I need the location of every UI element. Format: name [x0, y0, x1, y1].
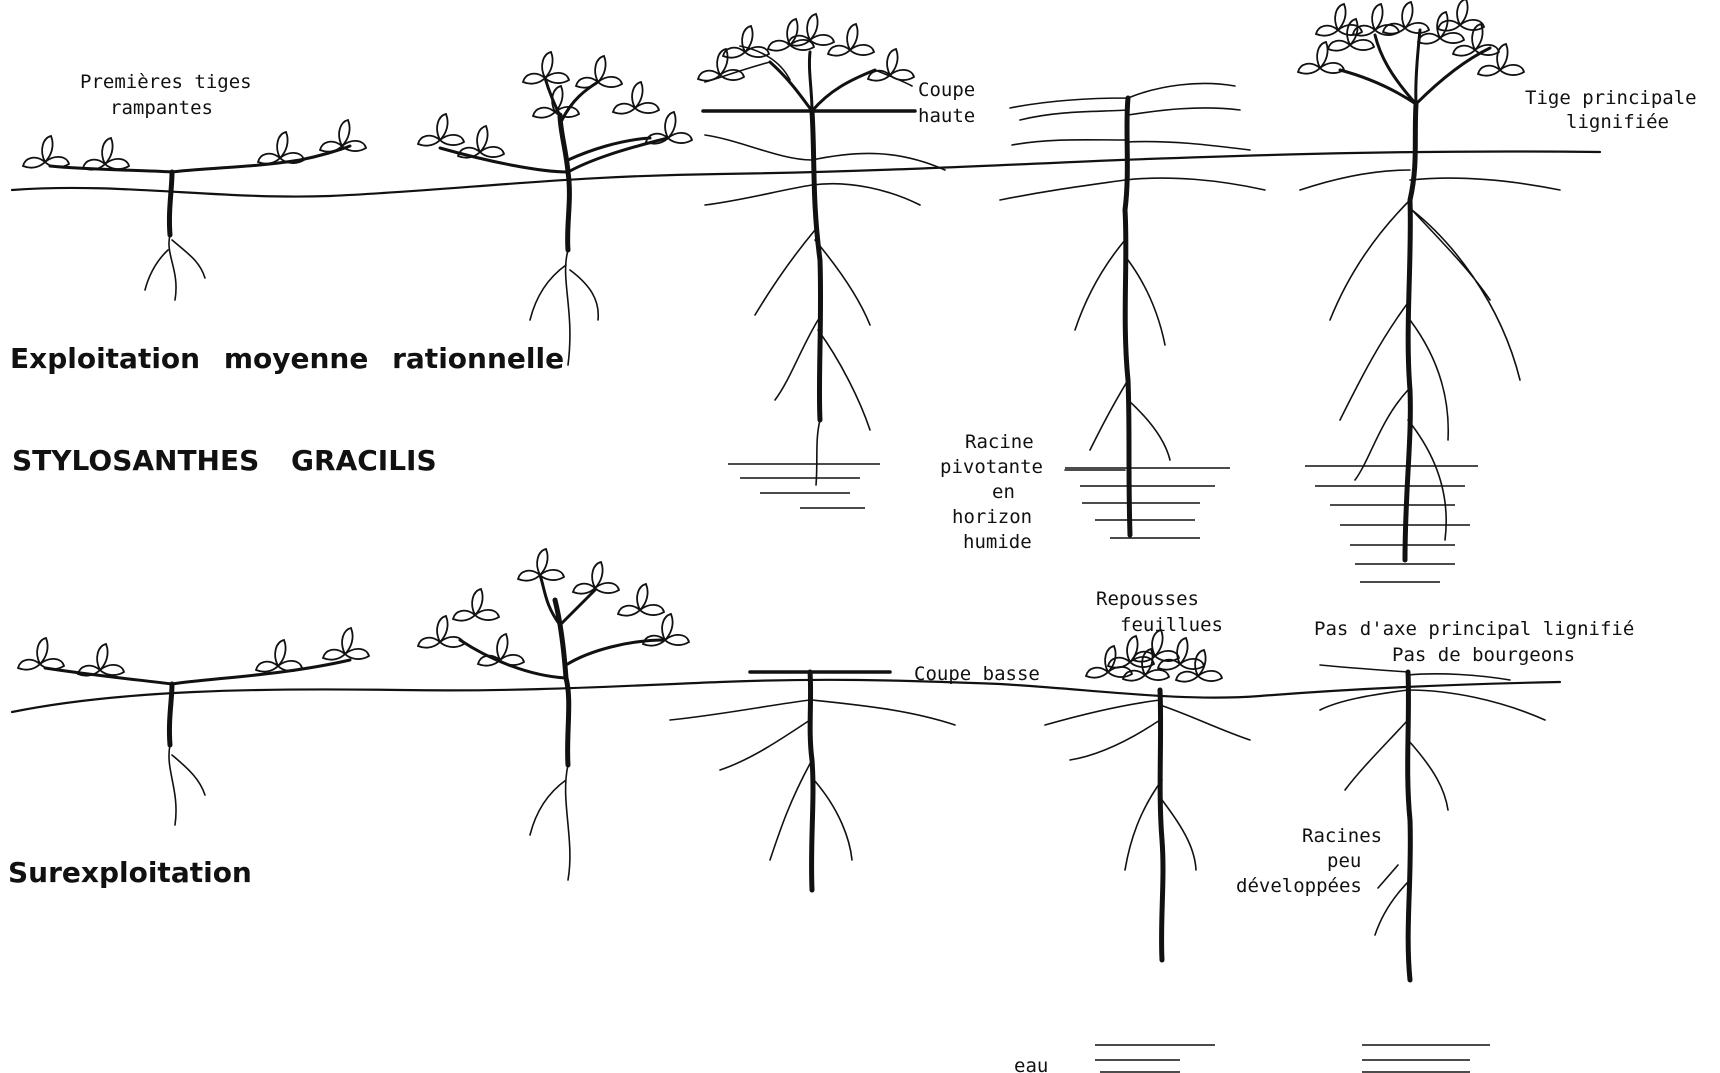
plant-bottom-1 — [18, 628, 369, 825]
plant-bottom-4 — [1045, 630, 1250, 960]
label-racines-peu-3: développées — [1236, 875, 1362, 897]
label-coupe-basse: Coupe basse — [914, 663, 1040, 685]
label-coupe-haute-2: haute — [918, 105, 975, 127]
title-exploitation: Exploitation moyenne rationnelle — [10, 342, 564, 375]
plant-top-1 — [23, 120, 366, 300]
plant-bottom-3 — [670, 672, 955, 890]
species-title: STYLOSANTHES GRACILIS — [12, 444, 437, 477]
label-racine-3: en — [992, 481, 1015, 503]
label-racines-peu-2: peu — [1327, 850, 1361, 872]
plant-bottom-2 — [418, 549, 689, 880]
plant-top-5 — [1298, 0, 1560, 582]
plant-top-2 — [418, 52, 692, 365]
label-premieres-tiges-1: Premières tiges — [80, 71, 252, 93]
label-racine-1: Racine — [965, 431, 1034, 453]
label-racine-2: pivotante — [940, 456, 1043, 478]
label-tige-principale-2: lignifiée — [1566, 111, 1669, 133]
water-lines-top-4 — [1065, 468, 1230, 538]
plant-bottom-5 — [1320, 665, 1545, 980]
water-lines-bottom-4 — [1095, 1045, 1215, 1072]
label-eau: eau — [1014, 1055, 1048, 1073]
label-pas-axe-2: Pas de bourgeons — [1392, 644, 1575, 666]
label-repousses-2: feuillues — [1120, 614, 1223, 636]
label-racine-4: horizon — [952, 506, 1032, 528]
leader-racines-peu — [1378, 865, 1398, 888]
label-racine-5: humide — [963, 531, 1032, 553]
water-lines-bottom-5 — [1362, 1045, 1490, 1072]
label-coupe-haute-1: Coupe — [918, 79, 975, 101]
plant-top-3 — [698, 14, 945, 508]
label-repousses-1: Repousses — [1096, 588, 1199, 610]
label-racines-peu-1: Racines — [1302, 825, 1382, 847]
label-pas-axe-1: Pas d'axe principal lignifié — [1314, 618, 1634, 640]
label-premieres-tiges-2: rampantes — [110, 97, 213, 119]
label-tige-principale-1: Tige principale — [1525, 87, 1697, 109]
water-lines-top-5 — [1305, 466, 1478, 582]
title-surexploitation: Surexploitation — [8, 856, 252, 889]
water-lines-top-3 — [728, 464, 880, 508]
